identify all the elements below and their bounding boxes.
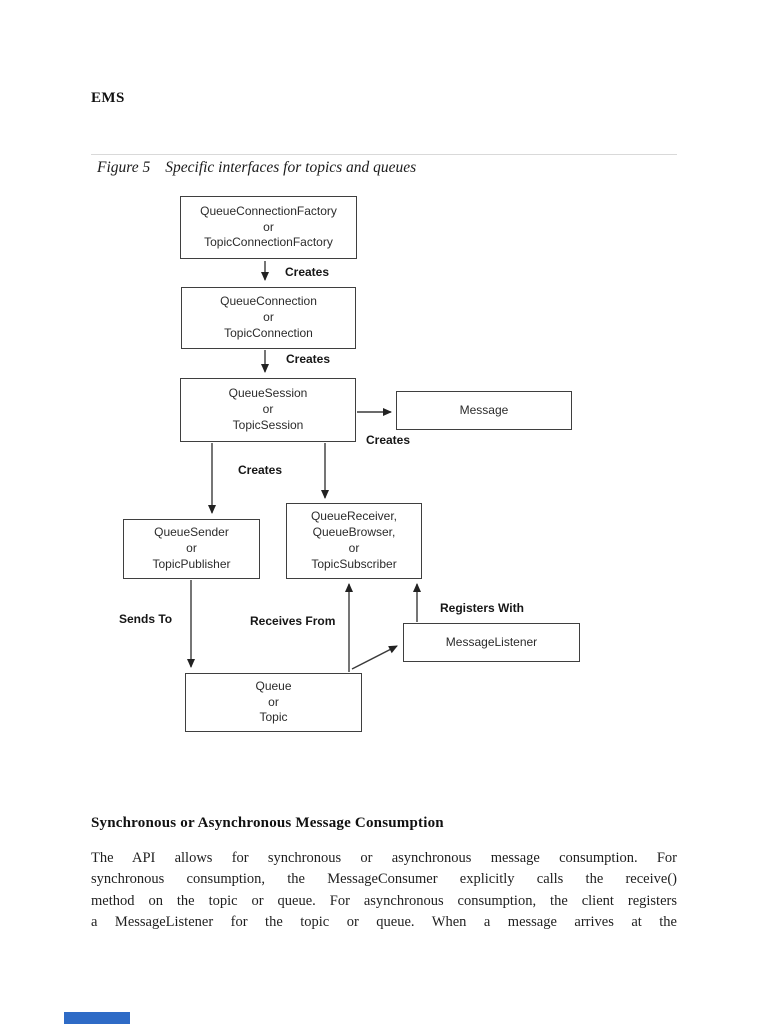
arrow-destination-to-listener [351,645,398,670]
node-line: QueueConnection [220,294,317,309]
node-line: TopicConnectionFactory [204,235,333,250]
footer-accent-bar [64,1012,130,1024]
edge-label-receives-from: Receives From [250,614,336,628]
paragraph-line: synchronous consumption, the MessageCons… [91,871,677,888]
edge-label-creates-2: Creates [286,352,331,366]
page-header: EMS [91,90,125,106]
edge-label-creates-1: Creates [285,265,330,279]
node-line: QueueReceiver, [310,509,398,524]
node-line: Topic [259,710,288,725]
node-line: QueueSession [228,386,308,401]
edge-label-creates-3: Creates [366,433,411,447]
body-paragraph: The API allows for synchronous or asynch… [91,848,677,934]
paragraph-line: The API allows for synchronous or asynch… [91,850,677,866]
paragraph-line: method on the topic or queue. For asynch… [91,892,677,909]
node-message-listener: MessageListener [403,623,580,662]
node-message: Message [396,391,572,430]
figure-number: Figure 5 [97,159,151,176]
node-queue-connection: QueueConnection or TopicConnection [181,287,356,349]
section-heading: Synchronous or Asynchronous Message Cons… [91,815,444,831]
node-line: MessageListener [445,634,538,649]
node-line: or [348,541,360,555]
node-line: or [268,694,279,709]
figure-rule [91,154,677,155]
paragraph-line: a MessageListener for the topic or queue… [91,914,677,931]
edge-label-creates-4: Creates [238,463,283,477]
node-line: QueueBrowser, [312,525,396,540]
figure-caption-text: Specific interfaces for topics and queue… [165,159,417,176]
node-queue-receiver: QueueReceiver, QueueBrowser, or TopicSub… [286,503,422,579]
node-line: TopicSession [232,417,304,432]
node-line: or [263,310,274,325]
node-line: TopicConnection [224,325,313,340]
edge-label-sends-to: Sends To [119,612,173,626]
node-queue-connection-factory: QueueConnectionFactory or TopicConnectio… [180,196,357,259]
node-line: TopicSubscriber [311,556,397,571]
node-line: QueueSender [154,525,229,540]
node-queue-sender: QueueSender or TopicPublisher [123,519,260,579]
node-line: Queue [255,678,292,693]
node-queue-session: QueueSession or TopicSession [180,378,356,442]
node-queue-or-topic: Queue or Topic [185,673,362,732]
node-line: or [263,219,274,234]
edge-label-registers-with: Registers With [440,601,524,615]
figure-caption: Figure 5 Specific interfaces for topics a… [97,159,416,177]
node-line: or [186,541,197,556]
node-line: QueueConnectionFactory [200,203,337,218]
node-line: or [262,402,274,417]
node-line: Message [459,402,509,417]
node-line: TopicPublisher [152,556,231,571]
